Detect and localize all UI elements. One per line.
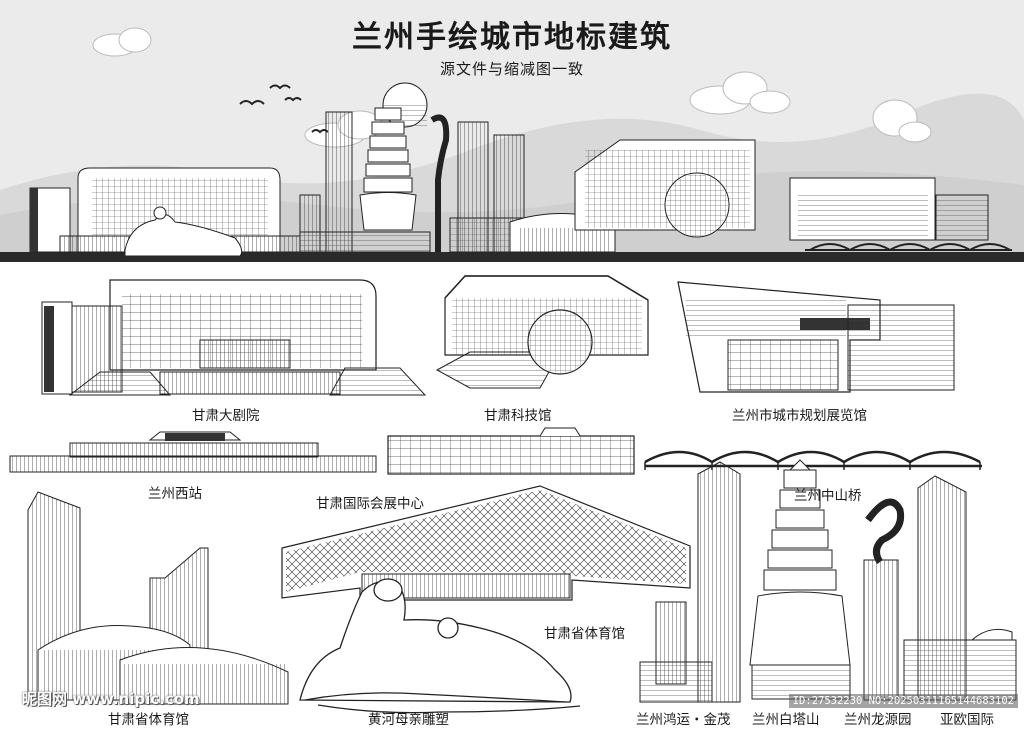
gansu-gymnasium-mid	[281, 485, 691, 601]
page-subtitle: 源文件与缩减图一致	[439, 60, 584, 78]
label-bridge: 兰州中山桥	[794, 488, 862, 504]
zhongshan-bridge	[644, 450, 982, 470]
gansu-gymnasium-left	[27, 491, 289, 705]
hongyun-jinmao	[639, 461, 741, 703]
pagoda-mini	[359, 107, 417, 231]
cloud-icon	[92, 27, 152, 57]
page-title: 兰州手绘城市地标建筑	[352, 20, 672, 55]
cloud-icon	[689, 71, 791, 115]
gansu-science-museum	[435, 275, 649, 389]
label-hongyun: 兰州鸿运・金茂	[636, 712, 731, 728]
science-museum-mini	[574, 139, 756, 238]
label-west-station: 兰州西站	[148, 486, 202, 502]
bridge-mini	[805, 243, 1012, 252]
label-yaou: 亚欧国际	[940, 712, 994, 728]
yellow-river-mother-sculpture	[299, 578, 581, 714]
label-longyuan: 兰州龙源园	[844, 712, 912, 728]
longyuan-sculpture	[863, 498, 905, 701]
label-theatre: 甘肃大剧院	[192, 408, 260, 424]
planning-hall-mini	[789, 177, 989, 241]
ground-line	[0, 252, 1024, 262]
watermark-left: 昵图网 www.nipic.com	[22, 690, 200, 708]
lanzhou-west-station	[9, 431, 377, 473]
label-mother: 黄河母亲雕塑	[368, 712, 449, 728]
yaou-international	[903, 475, 1017, 701]
label-science: 甘肃科技馆	[484, 408, 552, 424]
label-expo: 甘肃国际会展中心	[316, 496, 424, 512]
gansu-expo-center	[387, 427, 635, 475]
cloud-icon	[872, 99, 932, 143]
label-planning: 兰州市城市规划展览馆	[732, 408, 867, 424]
label-stadium-left: 甘肃省体育馆	[108, 712, 189, 728]
gansu-grand-theatre	[41, 279, 427, 396]
lanzhou-planning-hall	[677, 281, 955, 393]
panorama-band	[0, 0, 1024, 263]
baita-pagoda	[749, 459, 851, 700]
towers-mini	[299, 111, 431, 253]
label-baita: 兰州白塔山	[752, 712, 820, 728]
mother-sculpture-mini	[124, 206, 243, 257]
label-stadium-mid: 甘肃省体育馆	[544, 626, 625, 642]
watermark-right: ID:27532230 NO:20250311165144683102	[788, 694, 1018, 708]
sculpture-mini	[430, 114, 450, 252]
